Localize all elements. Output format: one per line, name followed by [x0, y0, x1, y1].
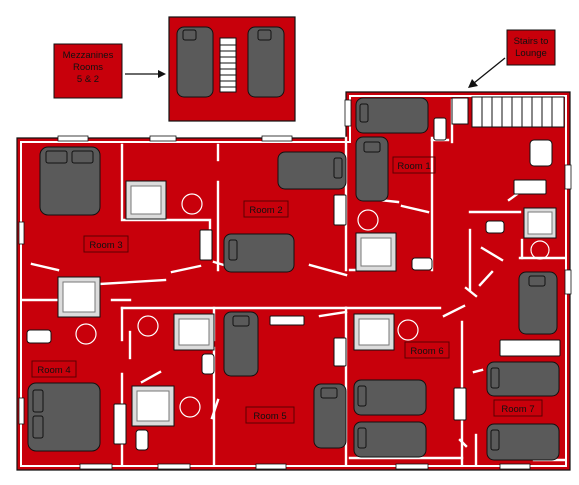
chair-icon: [357, 209, 379, 231]
bed-icon: [247, 26, 285, 98]
chairs: [75, 193, 550, 418]
table-icon: [173, 313, 215, 351]
chair-icon: [397, 319, 419, 341]
room-label-4: Room 4: [31, 360, 77, 378]
table-icon: [353, 313, 395, 351]
pillow-icon: [182, 29, 197, 41]
mezzanine-inset: [168, 16, 296, 122]
lounge-stairs: [451, 96, 565, 128]
room-label-3: Room 3: [83, 235, 129, 253]
table-icon: [131, 385, 175, 427]
small-furniture: [26, 117, 561, 451]
bed-icon: [518, 271, 558, 335]
room-label-text: Room 3: [89, 240, 122, 251]
bed-icon: [39, 146, 101, 216]
bed-icon: [223, 233, 295, 273]
landing-icon: [451, 97, 469, 125]
bed-icon: [486, 361, 560, 397]
arrow-head-icon: [468, 79, 478, 88]
windows: [18, 99, 572, 470]
tables: [57, 180, 557, 427]
pillow-icon: [257, 29, 272, 41]
chair-icon: [137, 315, 159, 337]
chair-icon: [179, 396, 201, 418]
stairs-icon: [219, 37, 237, 93]
bed-icon: [27, 382, 101, 452]
room-label-7: Room 7: [493, 399, 543, 417]
room-label-text: Room 5: [253, 411, 286, 422]
room-label-text: Room 4: [37, 365, 70, 376]
mezzanine-bed-right: [247, 26, 285, 98]
beds: [27, 97, 560, 461]
table-icon: [523, 207, 557, 239]
bed-icon: [486, 423, 560, 461]
room-label-text: Room 2: [249, 205, 282, 216]
bed-icon: [176, 26, 214, 98]
table-icon: [355, 232, 397, 272]
arrow-head-icon: [158, 70, 166, 78]
bed-icon: [355, 136, 389, 202]
bed-icon: [277, 151, 347, 190]
bed-icon: [355, 97, 429, 134]
room-label-6: Room 6: [404, 341, 450, 359]
chair-icon: [75, 323, 97, 345]
main-floor: Room 1 Room 2 Room 3 Room 4 Room 5 Room …: [16, 91, 572, 471]
mezzanine-stairs: [219, 37, 237, 93]
room-label-2: Room 2: [243, 200, 289, 218]
room-label-1: Room 1: [392, 156, 436, 174]
bed-icon: [223, 311, 259, 377]
mezzanine-callout-box: [53, 43, 123, 99]
bed-icon: [313, 383, 347, 449]
arrow-icon: [473, 57, 506, 84]
room-label-text: Room 6: [410, 346, 443, 357]
room-labels: Room 1 Room 2 Room 3 Room 4 Room 5 Room …: [31, 156, 543, 424]
table-icon: [125, 180, 167, 220]
outer-wall: [20, 95, 567, 467]
stairs-callout-box: [506, 29, 556, 66]
stairs-icon: [471, 96, 565, 128]
room-label-text: Room 7: [501, 404, 534, 415]
table-icon: [57, 276, 101, 318]
bed-icon: [353, 421, 427, 458]
chair-icon: [181, 193, 203, 215]
chair-icon: [530, 240, 550, 260]
mezzanine-bed-left: [176, 26, 214, 98]
room-label-text: Room 1: [397, 161, 430, 172]
bed-icon: [353, 379, 427, 416]
room-label-5: Room 5: [245, 406, 295, 424]
